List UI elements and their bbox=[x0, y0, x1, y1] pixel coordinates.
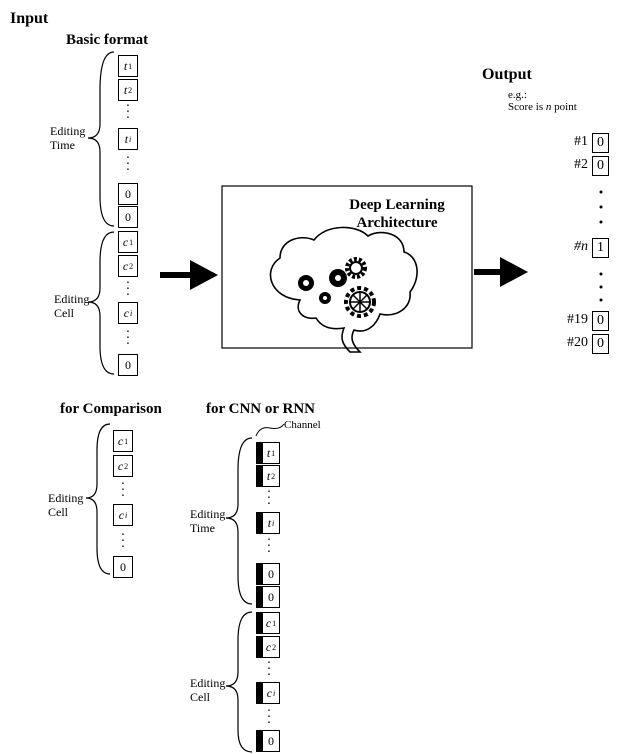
cell-cell-zero: 0 bbox=[118, 354, 138, 376]
editing-time-brace bbox=[88, 52, 114, 226]
gear-small-1 bbox=[298, 275, 314, 291]
editing-cell-brace bbox=[88, 232, 114, 374]
output-row-value-n: 1 bbox=[592, 238, 609, 258]
cnn-cell-cell-zero: 0 bbox=[256, 730, 280, 752]
comparison-cell-zero: 0 bbox=[113, 556, 133, 578]
comparison-ellipsis-1: ··· bbox=[113, 482, 133, 500]
comparison-ellipsis-2: ··· bbox=[113, 533, 133, 551]
output-row-label-2: #2 bbox=[552, 157, 588, 173]
gear-medium bbox=[329, 269, 347, 287]
output-row-value-1: 0 bbox=[592, 133, 609, 153]
time-ellipsis-1: ··· bbox=[118, 104, 138, 122]
cnn-cell-brace bbox=[226, 612, 252, 752]
time-ellipsis-2: ··· bbox=[118, 156, 138, 174]
output-arrow bbox=[474, 257, 528, 287]
output-row-value-2: 0 bbox=[592, 156, 609, 176]
cnn-time-cell-zero-2: 0 bbox=[256, 586, 280, 608]
comparison-cell-brace bbox=[86, 424, 110, 574]
output-row-value-19: 0 bbox=[592, 311, 609, 331]
channel-pointer bbox=[256, 424, 284, 436]
cell-ellipsis-1: ··· bbox=[118, 281, 138, 299]
output-ellipsis-2 bbox=[600, 273, 603, 302]
time-cell-zero-2: 0 bbox=[118, 206, 138, 228]
cnn-cell-ellipsis-2: ··· bbox=[259, 709, 279, 727]
output-row-value-20: 0 bbox=[592, 334, 609, 354]
output-row-label-20: #20 bbox=[552, 335, 588, 351]
input-arrow bbox=[160, 260, 218, 290]
output-example-label: e.g.: Score is n point bbox=[508, 89, 577, 113]
cell-ellipsis-2: ··· bbox=[118, 330, 138, 348]
gear-small-2 bbox=[319, 292, 331, 304]
cnn-cell-ellipsis-1: ··· bbox=[259, 661, 279, 679]
cnn-time-brace bbox=[226, 438, 252, 604]
output-ellipsis-1 bbox=[600, 191, 603, 224]
output-row-label-n: #n bbox=[552, 239, 588, 255]
cnn-time-cell-zero-1: 0 bbox=[256, 563, 280, 585]
time-cell-zero-1: 0 bbox=[118, 183, 138, 205]
output-row-label-19: #19 bbox=[552, 312, 588, 328]
cnn-time-ellipsis-2: ··· bbox=[259, 538, 279, 556]
cnn-time-ellipsis-1: ··· bbox=[259, 490, 279, 508]
output-row-label-1: #1 bbox=[552, 134, 588, 150]
channel-label: Channel bbox=[284, 418, 321, 432]
